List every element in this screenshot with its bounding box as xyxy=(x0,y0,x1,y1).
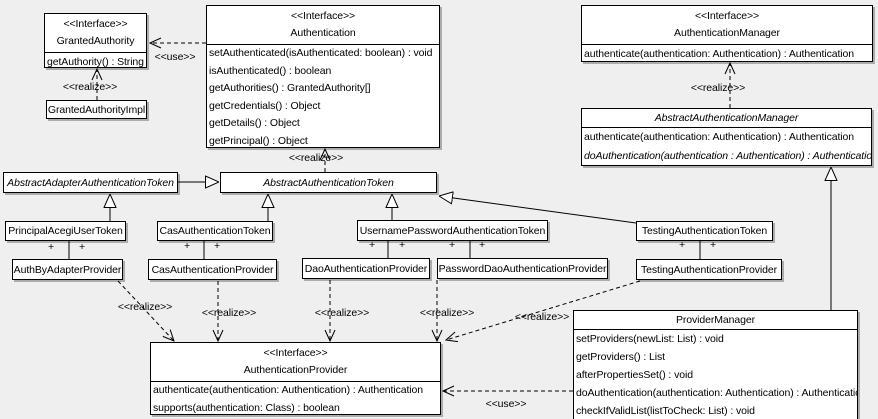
class-testing-authentication-token[interactable]: TestingAuthenticationToken xyxy=(636,221,773,241)
edge-label-realize: <<realize>> xyxy=(201,307,257,319)
class-name: CasAuthenticationProvider xyxy=(151,263,274,276)
class-name: AbstractAdapterAuthenticationToken xyxy=(7,176,174,189)
method: getDetails() : Object xyxy=(209,117,300,129)
class-title: AbstractAuthenticationManager xyxy=(582,109,871,127)
edge-label-realize: <<realize>> xyxy=(288,152,344,164)
class-authentication-provider[interactable]: <<Interface>> AuthenticationProvider aut… xyxy=(150,342,441,415)
methods-compartment: getAuthority() : String xyxy=(45,52,146,71)
methods-compartment: authenticate(authentication: Authenticat… xyxy=(582,127,871,166)
class-name: DaoAuthenticationProvider xyxy=(304,262,428,275)
method: doAuthentication(authentication: Authent… xyxy=(576,387,857,399)
class-name: CasAuthenticationToken xyxy=(159,225,271,237)
class-name: GrantedAuthority xyxy=(56,35,135,47)
class-title: <<Interface>> AuthenticationManager xyxy=(582,6,872,44)
multiplicity-label: + xyxy=(368,239,376,251)
class-cas-authentication-token[interactable]: CasAuthenticationToken xyxy=(157,221,273,241)
class-name: TestingAuthenticationProvider xyxy=(640,263,777,276)
class-principal-acegi-user-token[interactable]: PrincipalAcegiUserToken xyxy=(5,221,126,241)
methods-compartment: setAuthenticated(isAuthenticated: boolea… xyxy=(207,44,439,150)
class-granted-authority[interactable]: <<Interface>> GrantedAuthority getAuthor… xyxy=(44,13,147,68)
edge-label-realize: <<realize>> xyxy=(514,311,570,323)
method: supports(authentication: Class) : boolea… xyxy=(153,401,340,414)
edge-label-realize: <<realize>> xyxy=(690,82,746,94)
method: setAuthenticated(isAuthenticated: boolea… xyxy=(209,47,433,59)
edge-label-realize: <<realize>> xyxy=(62,81,118,93)
class-testing-authentication-provider[interactable]: TestingAuthenticationProvider xyxy=(636,259,782,280)
edge-label-use: <<use>> xyxy=(154,51,196,63)
stereotype-label: <<Interface>> xyxy=(263,347,328,359)
multiplicity-label: + xyxy=(478,239,486,251)
method: getCredentials() : Object xyxy=(209,99,321,112)
method: authenticate(authentication: Authenticat… xyxy=(584,131,855,143)
class-title: <<Interface>> AuthenticationProvider xyxy=(151,343,440,381)
methods-compartment: authenticate(authentication: Authenticat… xyxy=(582,44,872,63)
class-authentication[interactable]: <<Interface>> Authentication setAuthenti… xyxy=(206,5,440,148)
method: authenticate(authentication: Authenticat… xyxy=(584,48,855,60)
multiplicity-label: + xyxy=(213,240,221,252)
methods-compartment: authenticate(authentication: Authenticat… xyxy=(151,381,440,417)
method: getAuthorities() : GrantedAuthority[] xyxy=(209,82,371,94)
class-name: AbstractAuthenticationToken xyxy=(263,176,394,189)
stereotype-label: <<Interface>> xyxy=(63,18,128,30)
stereotype-label: <<Interface>> xyxy=(290,10,356,22)
edge-label-use: <<use>> xyxy=(485,398,527,410)
class-name: AuthenticationProvider xyxy=(243,364,348,376)
class-granted-authority-impl[interactable]: GrantedAuthorityImpl xyxy=(46,100,147,119)
class-name: AbstractAuthenticationManager xyxy=(654,112,799,124)
multiplicity-label: + xyxy=(448,239,456,251)
methods-compartment: setProviders(newList: List) : void getPr… xyxy=(574,329,857,419)
generalization-testing-to-abstract-token xyxy=(439,196,637,224)
class-name: Authentication xyxy=(290,27,356,39)
method: authenticate(authentication: Authenticat… xyxy=(153,384,424,396)
class-authentication-manager[interactable]: <<Interface>> AuthenticationManager auth… xyxy=(581,5,873,62)
class-name: TestingAuthenticationToken xyxy=(641,225,768,237)
class-name: AuthByAdapterProvider xyxy=(13,263,122,276)
multiplicity-label: + xyxy=(709,239,717,251)
multiplicity-label: + xyxy=(183,240,191,252)
class-name: PrincipalAcegiUserToken xyxy=(8,225,123,237)
class-name: ProviderManager xyxy=(675,314,756,326)
class-password-dao-authentication-provider[interactable]: PasswordDaoAuthenticationProvider xyxy=(437,258,608,279)
method: getAuthority() : String xyxy=(47,56,144,68)
edge-label-realize: <<realize>> xyxy=(314,307,370,319)
class-username-password-authentication-token[interactable]: UsernamePasswordAuthenticationToken xyxy=(357,220,548,241)
class-cas-authentication-provider[interactable]: CasAuthenticationProvider xyxy=(148,259,277,280)
edge-label-realize: <<realize>> xyxy=(117,301,173,313)
class-abstract-adapter-authentication-token[interactable]: AbstractAdapterAuthenticationToken xyxy=(3,172,178,193)
multiplicity-label: + xyxy=(678,239,686,251)
class-title: <<Interface>> Authentication xyxy=(207,6,439,44)
class-name: GrantedAuthorityImpl xyxy=(47,103,146,116)
class-name: PasswordDaoAuthenticationProvider xyxy=(438,262,607,275)
stereotype-label: <<Interface>> xyxy=(694,10,760,22)
multiplicity-label: + xyxy=(78,241,86,253)
method: isAuthenticated() : boolean xyxy=(209,64,332,77)
class-provider-manager[interactable]: ProviderManager setProviders(newList: Li… xyxy=(573,310,858,419)
method: getProviders() : List xyxy=(576,351,665,363)
edge-label-realize: <<realize>> xyxy=(419,307,475,319)
multiplicity-label: + xyxy=(398,239,406,251)
class-title: <<Interface>> GrantedAuthority xyxy=(45,14,146,52)
method: getPrincipal() : Object xyxy=(209,134,308,147)
multiplicity-label: + xyxy=(47,241,55,253)
method: setProviders(newList: List) : void xyxy=(576,333,724,345)
class-abstract-authentication-manager[interactable]: AbstractAuthenticationManager authentica… xyxy=(581,108,872,166)
class-title: ProviderManager xyxy=(574,311,857,329)
class-abstract-authentication-token[interactable]: AbstractAuthenticationToken xyxy=(220,172,437,193)
method: doAuthentication(authentication : Authen… xyxy=(584,150,871,162)
class-name: UsernamePasswordAuthenticationToken xyxy=(359,224,546,237)
class-auth-by-adapter-provider[interactable]: AuthByAdapterProvider xyxy=(12,259,123,280)
method: afterPropertiesSet() : void xyxy=(576,369,693,381)
method: checkIfValidList(listToCheck: List) : vo… xyxy=(576,405,755,417)
class-dao-authentication-provider[interactable]: DaoAuthenticationProvider xyxy=(302,258,430,279)
class-name: AuthenticationManager xyxy=(674,27,780,39)
